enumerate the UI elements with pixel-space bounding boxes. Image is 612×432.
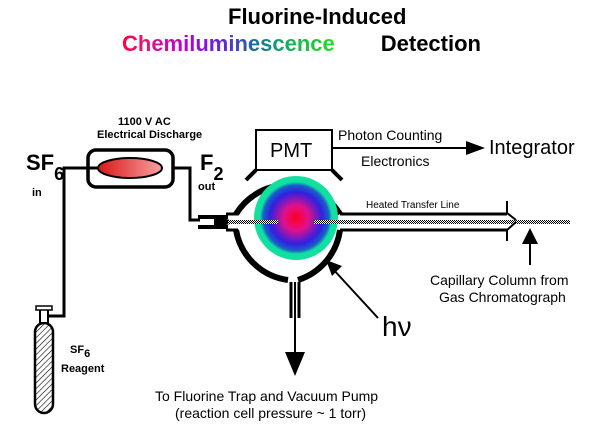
gas-stream-out bbox=[314, 220, 570, 224]
reagent-cylinder bbox=[33, 321, 55, 415]
f2-line bbox=[173, 166, 200, 222]
chemiluminescence-glow bbox=[254, 176, 338, 260]
reaction-cell-lower-left bbox=[233, 229, 289, 283]
reagent-name-label: Reagent bbox=[61, 363, 105, 375]
integrator-label: Integrator bbox=[489, 137, 575, 159]
f2-out-note: out bbox=[198, 181, 216, 193]
cylinder-valve-handle bbox=[35, 305, 53, 311]
photon-counting-label: Photon Counting bbox=[338, 127, 443, 143]
vacuum-pump-label-1: To Fluorine Trap and Vacuum Pump bbox=[155, 388, 379, 404]
cylinder-valve bbox=[39, 308, 49, 324]
vacuum-arrow bbox=[285, 352, 305, 376]
inlet-arrow bbox=[214, 216, 238, 228]
photon-hv-label: hν bbox=[382, 311, 412, 342]
electronics-label: Electronics bbox=[361, 153, 430, 169]
capillary-arrow-head bbox=[522, 228, 538, 244]
vacuum-pump-label-2: (reaction cell pressure ~ 1 torr) bbox=[175, 405, 367, 421]
gas-stream-in bbox=[228, 220, 278, 224]
pmt-label: PMT bbox=[270, 140, 313, 162]
hv-pointer-head bbox=[326, 260, 342, 276]
integrator-arrow bbox=[466, 141, 485, 155]
title-chemiluminescence: Chemiluminescence bbox=[122, 31, 335, 56]
diagram-title-line2: Chemiluminescence Detection bbox=[122, 33, 481, 55]
title-detection: Detection bbox=[380, 31, 481, 56]
capillary-column-label-1: Capillary Column from bbox=[430, 272, 569, 288]
reagent-formula-label: SF6 bbox=[70, 344, 91, 360]
discharge-voltage-label: 1100 V AC bbox=[118, 116, 171, 128]
diagram-title-line1: Fluorine-Induced bbox=[228, 4, 407, 29]
pmt-box bbox=[255, 129, 333, 171]
discharge-plasma bbox=[97, 157, 163, 179]
capillary-column-label-2: Gas Chromatograph bbox=[439, 289, 566, 305]
sf6-in-label: SF6 bbox=[26, 150, 65, 184]
f2-out-label: F2 bbox=[200, 150, 224, 184]
sf6-supply-line bbox=[43, 166, 98, 318]
discharge-name-label: Electrical Discharge bbox=[97, 129, 203, 141]
reaction-cell-lower-right bbox=[297, 229, 343, 283]
heated-transfer-line-label: Heated Transfer Line bbox=[366, 200, 460, 211]
sf6-in-note: in bbox=[32, 187, 42, 199]
hv-pointer bbox=[331, 267, 379, 319]
